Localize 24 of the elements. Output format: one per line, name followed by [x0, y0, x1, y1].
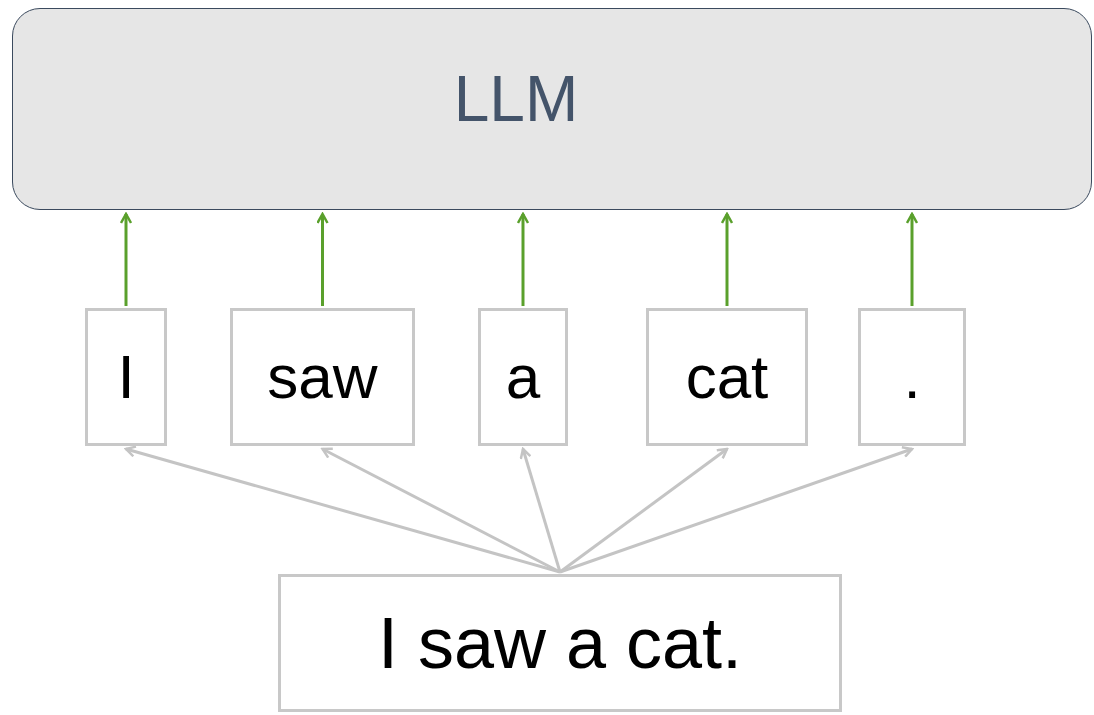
token-box [858, 308, 966, 446]
token-box [85, 308, 167, 446]
arrow [316, 212, 329, 306]
arrow [119, 212, 133, 306]
arrow [720, 212, 734, 306]
arrow [905, 212, 919, 306]
token-text: . [903, 346, 921, 408]
token-text: saw [267, 346, 378, 408]
arrow [559, 446, 914, 574]
arrow [559, 447, 729, 574]
sentence-text: I saw a cat. [377, 607, 743, 679]
arrow [124, 445, 561, 574]
arrow [321, 447, 561, 574]
model-box [12, 8, 1092, 210]
sentence-box [278, 574, 842, 712]
token-text: cat [685, 346, 769, 408]
token-text: a [505, 346, 541, 408]
arrow [516, 212, 530, 306]
arrow [519, 447, 562, 573]
token-box [478, 308, 568, 446]
model-label: LLM [453, 67, 579, 131]
token-box [230, 308, 415, 446]
token-text: I [117, 346, 135, 408]
token-box [646, 308, 808, 446]
